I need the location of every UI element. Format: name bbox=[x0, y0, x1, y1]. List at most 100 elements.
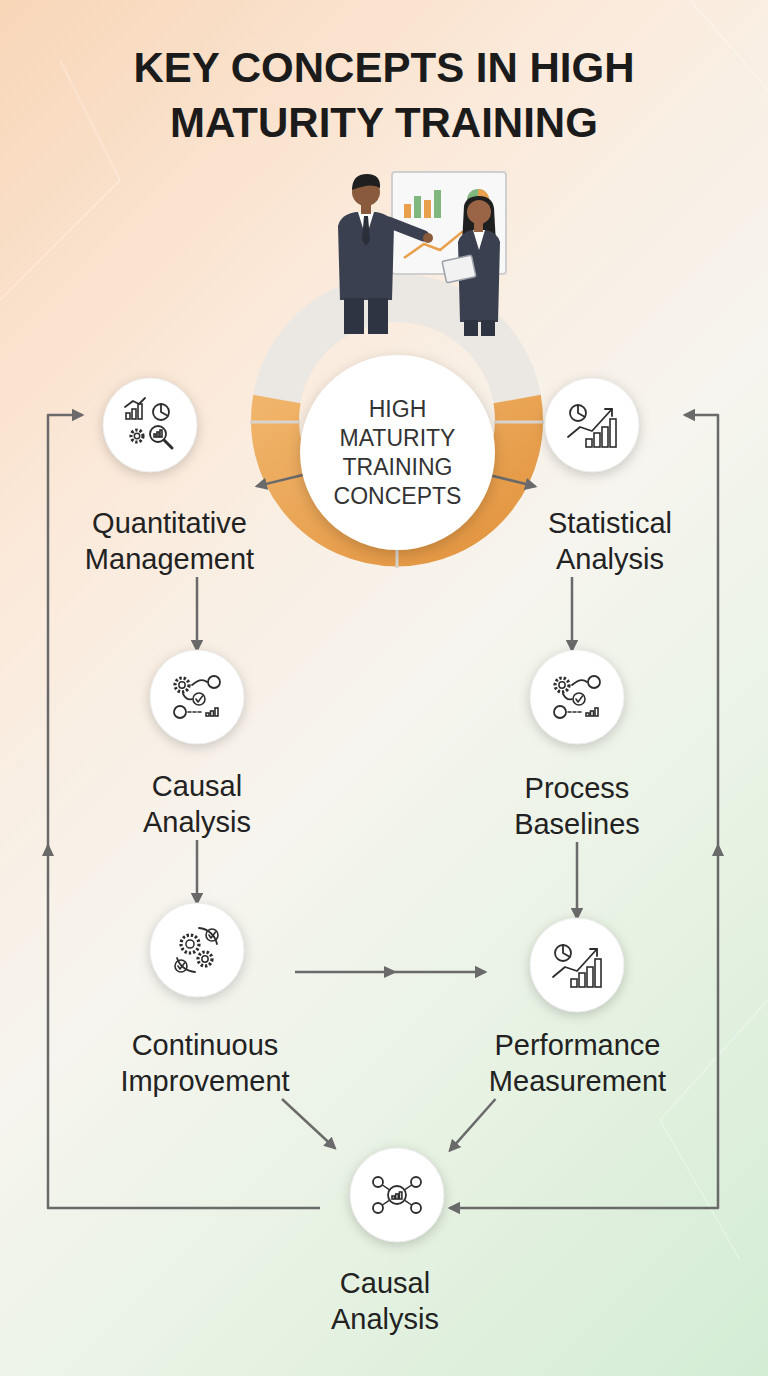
flow-arrow bbox=[42, 415, 320, 1208]
flow-arrow bbox=[257, 475, 303, 486]
icon-bar bbox=[399, 1192, 402, 1199]
icon-stroke bbox=[186, 940, 194, 948]
icon-bar bbox=[602, 427, 608, 447]
connector-line bbox=[48, 415, 320, 1208]
icon-stroke bbox=[411, 1177, 421, 1187]
icon-stroke bbox=[570, 405, 586, 421]
concept-circle bbox=[146, 646, 248, 748]
flow-arrow bbox=[282, 1099, 335, 1148]
icon-stroke bbox=[199, 928, 217, 944]
background-facet bbox=[0, 60, 120, 300]
icon-stroke bbox=[555, 678, 569, 692]
icon-stroke bbox=[588, 676, 600, 688]
icon-stroke bbox=[554, 706, 566, 718]
icon-stroke bbox=[196, 696, 203, 702]
concept-circle-fill bbox=[530, 918, 624, 1012]
connector-line bbox=[492, 476, 535, 487]
icon-stroke bbox=[406, 1201, 412, 1205]
board-bar bbox=[424, 200, 431, 218]
flow-arrow bbox=[450, 415, 724, 1208]
icon-stroke bbox=[411, 1203, 421, 1213]
diagram-title: KEY CONCEPTS IN HIGH MATURITY TRAINING bbox=[84, 40, 684, 150]
man-leg bbox=[368, 298, 388, 334]
icon-stroke bbox=[388, 1186, 406, 1204]
icon-stroke bbox=[175, 960, 187, 972]
icon-bar bbox=[595, 708, 598, 716]
background-facet bbox=[690, 0, 768, 90]
icon-stroke bbox=[192, 680, 207, 685]
flow-arrow bbox=[295, 966, 485, 978]
icon-bar bbox=[157, 432, 159, 437]
icon-stroke bbox=[125, 398, 145, 407]
connector-line bbox=[257, 475, 303, 486]
concept-circle-fill bbox=[103, 378, 197, 472]
icon-bar bbox=[396, 1194, 399, 1199]
man-hair bbox=[352, 174, 380, 190]
icon-bar bbox=[594, 433, 600, 447]
man-hand bbox=[423, 233, 433, 243]
concept-label: Process Baselines bbox=[497, 770, 657, 842]
concept-label: Statistical Analysis bbox=[535, 505, 685, 577]
icon-stroke bbox=[164, 440, 172, 448]
connector-line bbox=[196, 577, 199, 650]
hub-label: HIGH MATURITY TRAINING CONCEPTS bbox=[323, 395, 473, 511]
icon-stroke bbox=[578, 405, 585, 417]
flow-arrow bbox=[197, 840, 198, 903]
concept-node: Causal Analysis bbox=[122, 650, 272, 840]
flow-arrow bbox=[577, 842, 578, 918]
icon-stroke bbox=[131, 430, 143, 442]
icon-stroke bbox=[209, 932, 216, 938]
icon-stroke bbox=[568, 409, 612, 437]
icon-bar bbox=[586, 713, 589, 716]
concept-icon bbox=[553, 945, 601, 987]
connector-line bbox=[571, 577, 574, 650]
icon-stroke bbox=[161, 404, 168, 416]
concept-node: Process Baselines bbox=[497, 650, 657, 842]
icon-stroke bbox=[178, 963, 185, 969]
ring-divider bbox=[494, 421, 544, 424]
flow-arrow bbox=[450, 1099, 496, 1150]
concept-circle bbox=[526, 914, 628, 1016]
concept-label: Quantitative Management bbox=[82, 505, 257, 577]
flow-arrow bbox=[572, 577, 573, 650]
icon-bar bbox=[160, 430, 162, 437]
icon-stroke bbox=[193, 693, 205, 705]
concept-node: Continuous Improvement bbox=[115, 903, 295, 1099]
icon-stroke bbox=[183, 694, 192, 699]
hub-circle: HIGH MATURITY TRAINING CONCEPTS bbox=[300, 355, 495, 550]
connector-line bbox=[196, 840, 199, 903]
flow-arrow bbox=[197, 577, 198, 650]
icon-stroke bbox=[198, 952, 212, 966]
concept-circle bbox=[146, 899, 248, 1001]
icon-stroke bbox=[206, 929, 218, 941]
icon-stroke bbox=[202, 956, 208, 962]
icon-bar bbox=[154, 434, 156, 437]
concept-node: Causal Analysis bbox=[320, 1148, 450, 1337]
concept-node: Performance Measurement bbox=[485, 918, 670, 1099]
icon-stroke bbox=[373, 1177, 383, 1187]
woman-tablet bbox=[442, 255, 476, 283]
concept-node: Quantitative Management bbox=[82, 378, 257, 577]
concept-circle bbox=[541, 374, 643, 476]
icon-stroke bbox=[605, 409, 612, 416]
icon-bar bbox=[595, 959, 601, 987]
concept-circle-fill bbox=[150, 903, 244, 997]
icon-bar bbox=[587, 967, 593, 987]
icon-stroke bbox=[208, 676, 220, 688]
icon-bar bbox=[126, 413, 130, 419]
woman-leg bbox=[481, 320, 495, 336]
icon-stroke bbox=[406, 1185, 412, 1189]
ring-divider bbox=[250, 421, 300, 424]
icon-bar bbox=[138, 404, 142, 419]
icon-bar bbox=[206, 713, 209, 716]
concept-circle-fill bbox=[150, 650, 244, 744]
board-bar bbox=[414, 196, 421, 218]
icon-stroke bbox=[383, 1201, 389, 1205]
connector-line bbox=[282, 1099, 335, 1148]
board-bar bbox=[404, 204, 411, 218]
concept-label: Performance Measurement bbox=[485, 1027, 670, 1099]
arrow-head bbox=[712, 843, 724, 856]
concept-icon bbox=[125, 398, 172, 448]
icon-stroke bbox=[188, 711, 203, 713]
